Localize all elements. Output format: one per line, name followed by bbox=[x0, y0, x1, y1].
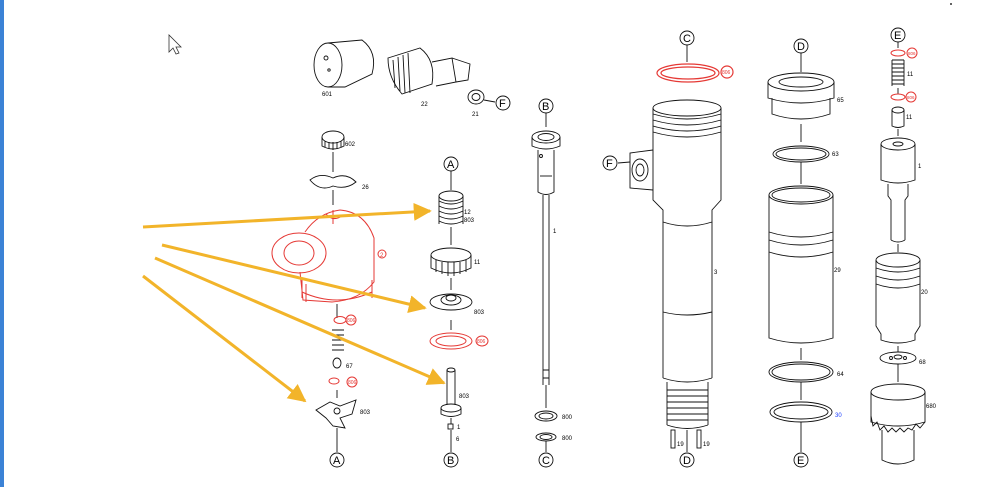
marker-C-bottom: C bbox=[542, 455, 550, 467]
label-67: 67 bbox=[346, 364, 353, 370]
label-11: 11 bbox=[474, 260, 481, 266]
label-800-a: 800 bbox=[562, 415, 573, 421]
label-680: 680 bbox=[926, 404, 937, 410]
label-806-red-c: 806 bbox=[722, 70, 731, 76]
label-12: 12 bbox=[464, 210, 471, 216]
marker-D-top: D bbox=[797, 41, 805, 53]
label-806-red-upper: 806 bbox=[347, 318, 356, 324]
marker-A-bottom: A bbox=[333, 455, 341, 467]
label-29: 29 bbox=[834, 268, 841, 274]
label-19-a: 19 bbox=[677, 442, 684, 448]
label-11-e2: 11 bbox=[906, 115, 913, 121]
label-806-red-e1: 806 bbox=[908, 51, 916, 56]
injector-body-c bbox=[602, 30, 722, 468]
label-3: 3 bbox=[714, 270, 718, 276]
needle-column-b bbox=[531, 98, 561, 468]
marker-E-bottom: E bbox=[797, 455, 804, 467]
label-68: 68 bbox=[919, 360, 926, 366]
label-803-b: 803 bbox=[474, 310, 485, 316]
corner-dot bbox=[950, 3, 952, 5]
label-806-red-e2: 806 bbox=[907, 95, 915, 100]
label-601: 601 bbox=[322, 92, 333, 98]
red-seals-e bbox=[890, 47, 918, 103]
marker-B-bottom: B bbox=[447, 455, 454, 467]
red-oring-c bbox=[656, 63, 734, 83]
arrow-cursor-icon bbox=[168, 34, 182, 55]
marker-C-top: C bbox=[683, 33, 691, 45]
marker-F-side: F bbox=[606, 158, 613, 170]
solenoid-group bbox=[313, 39, 511, 111]
arrow-to-washer bbox=[161, 243, 427, 313]
label-30: 30 bbox=[835, 413, 842, 419]
label-22: 22 bbox=[421, 102, 428, 108]
window-left-border bbox=[0, 0, 4, 487]
marker-F-top: F bbox=[499, 98, 506, 110]
sleeve-column-d bbox=[767, 38, 835, 468]
label-64: 64 bbox=[837, 372, 844, 378]
label-65: 65 bbox=[837, 98, 844, 104]
label-803-left: 803 bbox=[360, 410, 371, 416]
annotation-arrows bbox=[142, 202, 446, 403]
valve-column-a bbox=[429, 156, 473, 468]
highlighted-solenoid-body bbox=[271, 209, 387, 388]
label-806-red-a: 806 bbox=[477, 339, 486, 345]
label-21: 21 bbox=[472, 112, 479, 118]
label-2-red: 2 bbox=[380, 253, 384, 259]
label-6: 6 bbox=[456, 437, 460, 443]
nozzle-column-e bbox=[870, 27, 926, 465]
label-19-b: 19 bbox=[703, 442, 710, 448]
label-803-c: 803 bbox=[459, 394, 470, 400]
label-1-e: 1 bbox=[918, 164, 922, 170]
marker-A-top: A bbox=[447, 159, 455, 171]
label-26: 26 bbox=[362, 185, 369, 191]
label-803-a: 803 bbox=[464, 218, 475, 224]
label-1-b: 1 bbox=[553, 229, 557, 235]
label-63: 63 bbox=[832, 152, 839, 158]
arrow-to-pin bbox=[154, 256, 446, 385]
valve-column-left bbox=[309, 130, 357, 468]
label-20: 20 bbox=[921, 290, 928, 296]
arrow-to-spring bbox=[142, 202, 432, 229]
marker-D-bottom: D bbox=[683, 455, 691, 467]
label-806-red-lower: 806 bbox=[348, 380, 357, 386]
label-11-e: 11 bbox=[907, 72, 914, 78]
label-1-a: 1 bbox=[457, 425, 461, 431]
label-800-b: 800 bbox=[562, 436, 573, 442]
marker-E-top: E bbox=[894, 30, 901, 42]
red-oring-a bbox=[429, 332, 489, 350]
label-602: 602 bbox=[345, 142, 356, 148]
marker-B-top: B bbox=[542, 101, 549, 113]
arrow-to-armature bbox=[142, 274, 307, 403]
